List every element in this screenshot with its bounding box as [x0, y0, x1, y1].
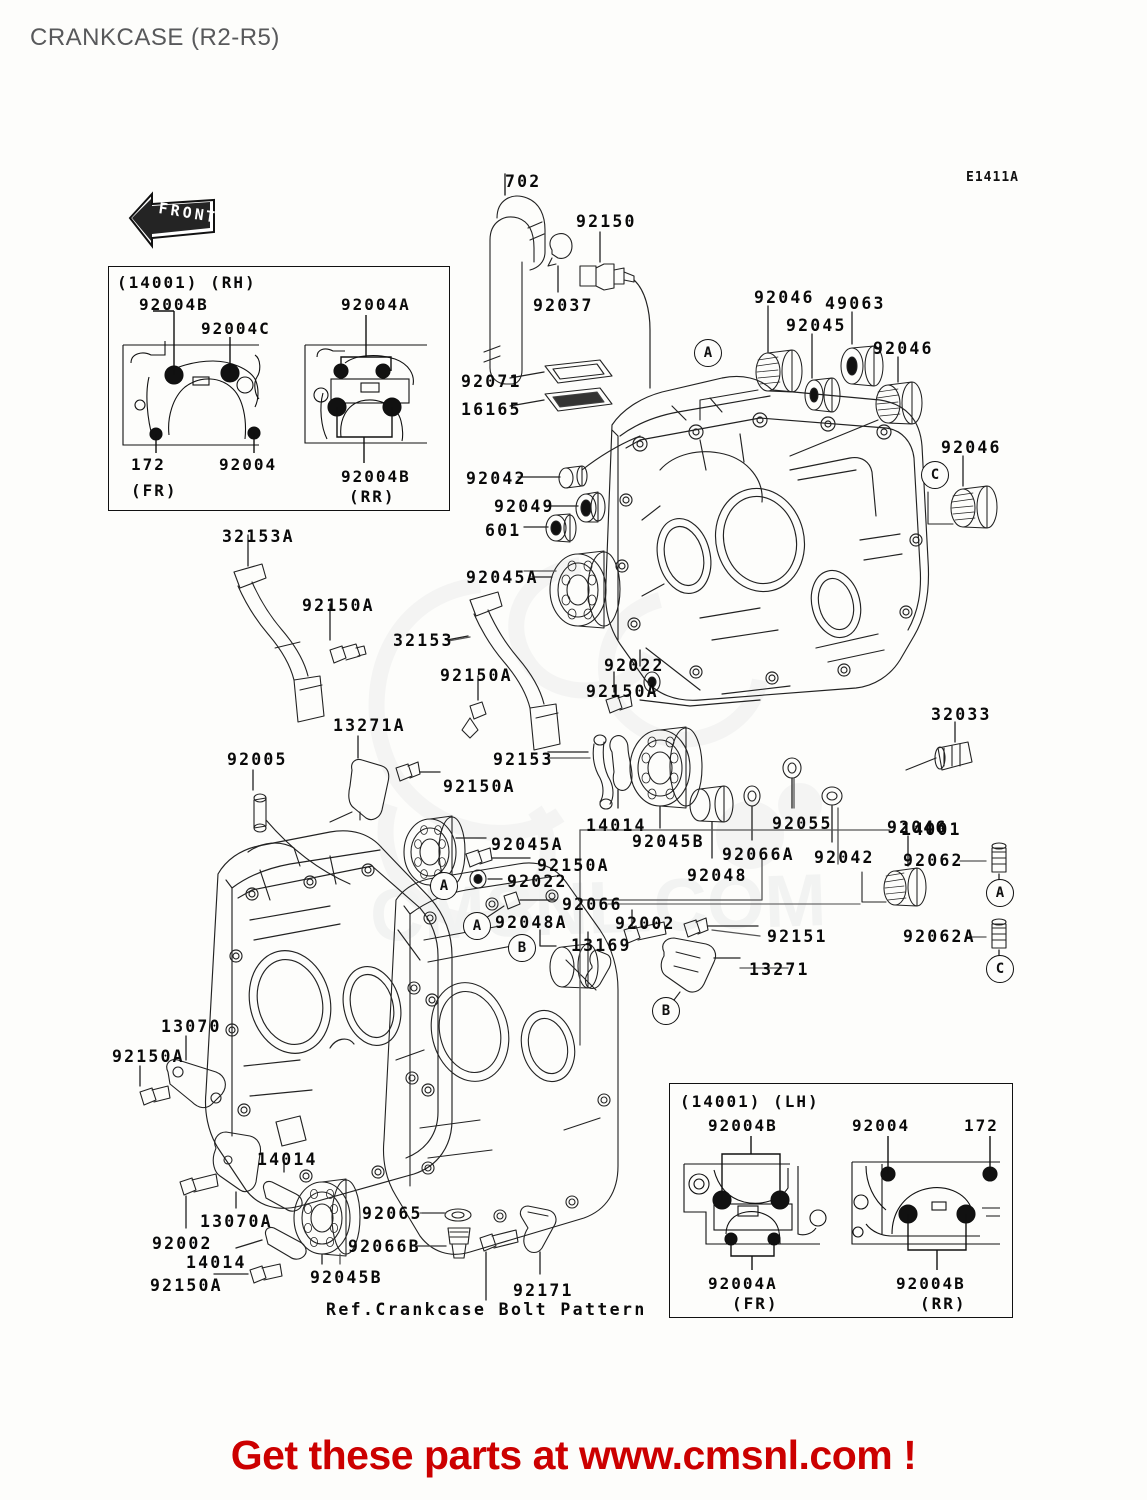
part-label-92045a: 92045A [466, 568, 539, 587]
part-label-92045a: 92045A [491, 835, 564, 854]
part-label-92062: 92062 [903, 851, 964, 870]
part-label-92022: 92022 [604, 656, 665, 675]
callout-circle-a-2: A [430, 872, 458, 900]
inset-rh-label-92004: 92004 [219, 455, 278, 474]
part-label-92150a: 92150A [586, 682, 659, 701]
inset-lh-label-172: 172 [964, 1116, 999, 1135]
part-label-14014: 14014 [257, 1150, 318, 1169]
callout-circle-b-2: B [652, 997, 680, 1025]
front-arrow-badge: F R O N T [122, 188, 218, 250]
part-label-92046: 92046 [754, 288, 815, 307]
callout-circle-c-1: C [921, 461, 949, 489]
part-label-32153: 32153 [393, 631, 454, 650]
part-label-92045b: 92045B [632, 832, 705, 851]
inset-lh-sublabel-rr: (RR) [920, 1294, 967, 1313]
inset-lh-label-92004: 92004 [852, 1116, 911, 1135]
part-label-702: 702 [505, 172, 542, 191]
part-label-92150a: 92150A [440, 666, 513, 685]
inset-lh-bolt-pattern: (14001) (LH) 92004B 92004 172 92004A 920… [669, 1083, 1013, 1318]
part-label-92037: 92037 [533, 296, 594, 315]
page-title: CRANKCASE (R2-R5) [30, 24, 280, 51]
inset-lh-label-92004B-top: 92004B [708, 1116, 778, 1135]
part-label-601: 601 [485, 521, 522, 540]
callout-circle-b-1: B [508, 934, 536, 962]
part-label-92042: 92042 [466, 469, 527, 488]
svg-text:O: O [181, 203, 193, 222]
inset-rh-sublabel-fr: (FR) [131, 481, 178, 500]
part-label-92046: 92046 [941, 438, 1002, 457]
part-label-92002: 92002 [615, 914, 676, 933]
part-label-13271: 13271 [749, 960, 810, 979]
callout-circle-c-2: C [986, 955, 1014, 983]
part-label-32033: 32033 [931, 705, 992, 724]
part-label-92150a: 92150A [112, 1047, 185, 1066]
part-label-32153a: 32153A [222, 527, 295, 546]
footer-cta: Get these parts at www.cmsnl.com ! [230, 1432, 917, 1478]
part-label-92150: 92150 [576, 212, 637, 231]
part-label-16165: 16165 [461, 400, 522, 419]
part-label-92022: 92022 [507, 872, 568, 891]
part-label-92171: 92171 [513, 1281, 574, 1300]
part-label-14001: 14001 [901, 820, 962, 839]
part-label-92062a: 92062A [903, 927, 976, 946]
part-label-92071: 92071 [461, 372, 522, 391]
inset-rh-caption: (14001) (RH) [117, 273, 257, 292]
part-label-92045b: 92045B [310, 1268, 383, 1287]
svg-text:R: R [169, 201, 181, 220]
part-label-92066b: 92066B [348, 1237, 421, 1256]
part-label-92046: 92046 [887, 818, 948, 837]
part-label-92042: 92042 [814, 848, 875, 867]
inset-rh-label-172: 172 [131, 455, 166, 474]
svg-text:N: N [193, 205, 205, 224]
part-label-92066a: 92066A [722, 845, 795, 864]
callout-circle-a-3: A [463, 912, 491, 940]
bolt-pattern-reference-caption: Ref.Crankcase Bolt Pattern [326, 1300, 647, 1319]
part-label-92150a: 92150A [150, 1276, 223, 1295]
part-label-92005: 92005 [227, 750, 288, 769]
part-label-13070a: 13070A [200, 1212, 273, 1231]
part-label-92065: 92065 [362, 1204, 423, 1223]
figure-code: E1411A [966, 170, 1019, 185]
part-label-92153: 92153 [493, 750, 554, 769]
part-label-92066: 92066 [562, 895, 623, 914]
inset-rh-label-92004A: 92004A [341, 295, 411, 314]
part-label-92048: 92048 [687, 866, 748, 885]
inset-rh-sublabel-rr: (RR) [349, 487, 396, 506]
part-label-92045: 92045 [786, 316, 847, 335]
part-label-92150a: 92150A [302, 596, 375, 615]
inset-lh-caption: (14001) (LH) [680, 1092, 820, 1111]
part-label-13271a: 13271A [333, 716, 406, 735]
callout-circle-a-4: A [986, 879, 1014, 907]
part-label-92048a: 92048A [495, 913, 568, 932]
part-label-92046: 92046 [873, 339, 934, 358]
svg-text:T: T [204, 207, 216, 226]
part-label-92150a: 92150A [443, 777, 516, 796]
svg-text:F: F [157, 199, 169, 218]
part-label-92049: 92049 [494, 497, 555, 516]
part-label-92150a: 92150A [537, 856, 610, 875]
part-label-92055: 92055 [772, 814, 833, 833]
inset-rh-label-92004B-top: 92004B [139, 295, 209, 314]
inset-lh-label-92004A: 92004A [708, 1274, 778, 1293]
inset-rh-label-92004B-bot: 92004B [341, 467, 411, 486]
part-label-14014: 14014 [186, 1253, 247, 1272]
part-label-92151: 92151 [767, 927, 828, 946]
inset-rh-bolt-pattern: (14001) (RH) 92004B 92004C 92004A 172 92… [108, 266, 450, 511]
part-label-13070: 13070 [161, 1017, 222, 1036]
inset-rh-label-92004C: 92004C [201, 319, 271, 338]
part-label-13169: 13169 [571, 936, 632, 955]
part-label-92002: 92002 [152, 1234, 213, 1253]
inset-lh-sublabel-fr: (FR) [732, 1294, 779, 1313]
callout-circle-a-1: A [694, 339, 722, 367]
part-label-14014: 14014 [586, 816, 647, 835]
inset-lh-label-92004B-bot: 92004B [896, 1274, 966, 1293]
part-label-49063: 49063 [825, 294, 886, 313]
